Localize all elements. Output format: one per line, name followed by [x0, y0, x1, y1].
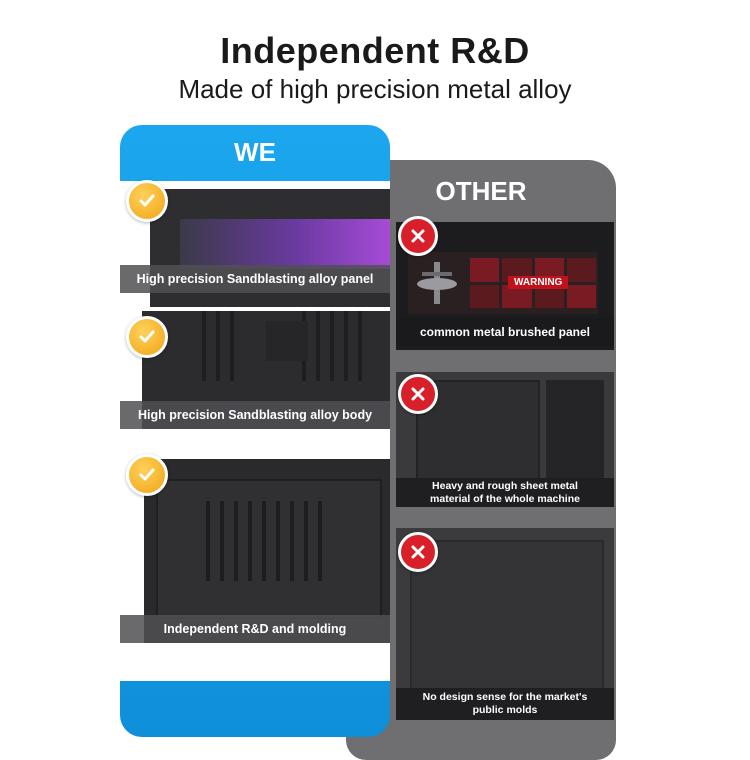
we-caption-1: High precision Sandblasting alloy panel: [120, 265, 390, 293]
page-subtitle: Made of high precision metal alloy: [178, 74, 572, 104]
machine-graphic: [412, 258, 462, 308]
we-caption-3: Independent R&D and molding: [120, 615, 390, 643]
we-caption-2: High precision Sandblasting alloy body: [120, 401, 390, 429]
other-caption-3-line2: public molds: [472, 704, 538, 716]
other-caption-2-line2: material of the whole machine: [430, 492, 580, 505]
cross-icon: [398, 216, 438, 256]
other-panel-brushed: WARNING common metal brushed panel: [396, 222, 614, 350]
cross-icon: [398, 374, 438, 414]
we-label: WE: [234, 137, 276, 167]
mold-fins: [206, 501, 336, 581]
we-panel-molding: [144, 459, 390, 643]
sheet-metal-side: [546, 380, 604, 478]
check-icon: [126, 180, 168, 222]
other-caption-1: common metal brushed panel: [396, 318, 614, 346]
center-plate: [266, 321, 308, 361]
mold-body: [410, 540, 604, 690]
page-title: Independent R&D: [220, 30, 530, 71]
we-column: WE High precision Sandblasting alloy pan…: [120, 125, 390, 737]
other-caption-2-line1: Heavy and rough sheet metal: [432, 479, 578, 492]
we-inner: High precision Sandblasting alloy panel …: [120, 181, 390, 681]
warning-screen: WARNING: [408, 252, 598, 314]
other-label: OTHER: [435, 176, 527, 206]
other-caption-3-line1: No design sense for the market's: [422, 691, 588, 704]
other-caption-3: No design sense for the market's public …: [396, 688, 614, 720]
check-icon: [126, 316, 168, 358]
other-panel-mold: No design sense for the market's public …: [396, 528, 614, 720]
check-icon: [126, 454, 168, 496]
other-caption-2: Heavy and rough sheet metal material of …: [396, 478, 614, 507]
other-column: OTHER WARNING common metal brushed panel: [346, 160, 616, 760]
mold-housing: [156, 479, 382, 619]
warning-badge: WARNING: [508, 276, 569, 289]
purple-screen: [180, 219, 390, 269]
cross-icon: [398, 532, 438, 572]
warning-tiles: [470, 258, 596, 308]
